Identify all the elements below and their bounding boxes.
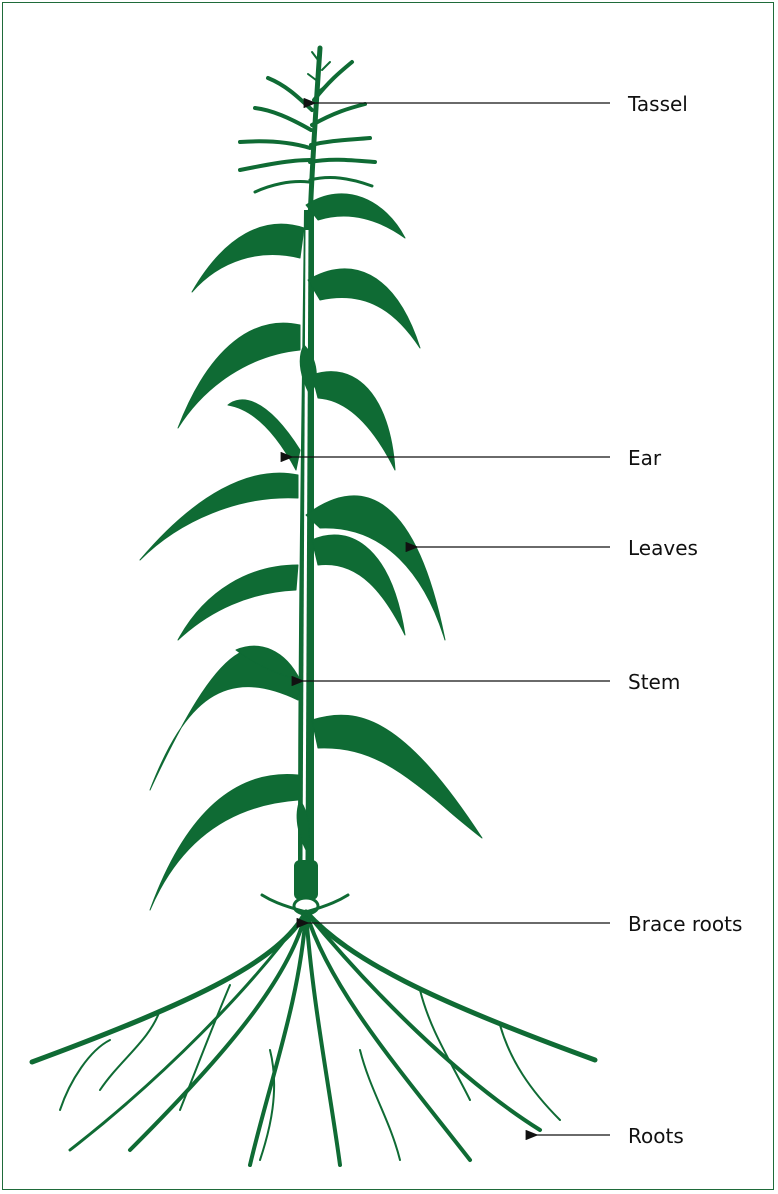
label-brace-roots: Brace roots [628, 912, 742, 936]
roots-illustration [32, 895, 595, 1165]
label-tassel: Tassel [628, 92, 688, 116]
tassel-illustration [240, 48, 375, 220]
label-ear: Ear [628, 446, 661, 470]
label-leaves: Leaves [628, 536, 698, 560]
label-roots: Roots [628, 1124, 684, 1148]
label-stem: Stem [628, 670, 680, 694]
